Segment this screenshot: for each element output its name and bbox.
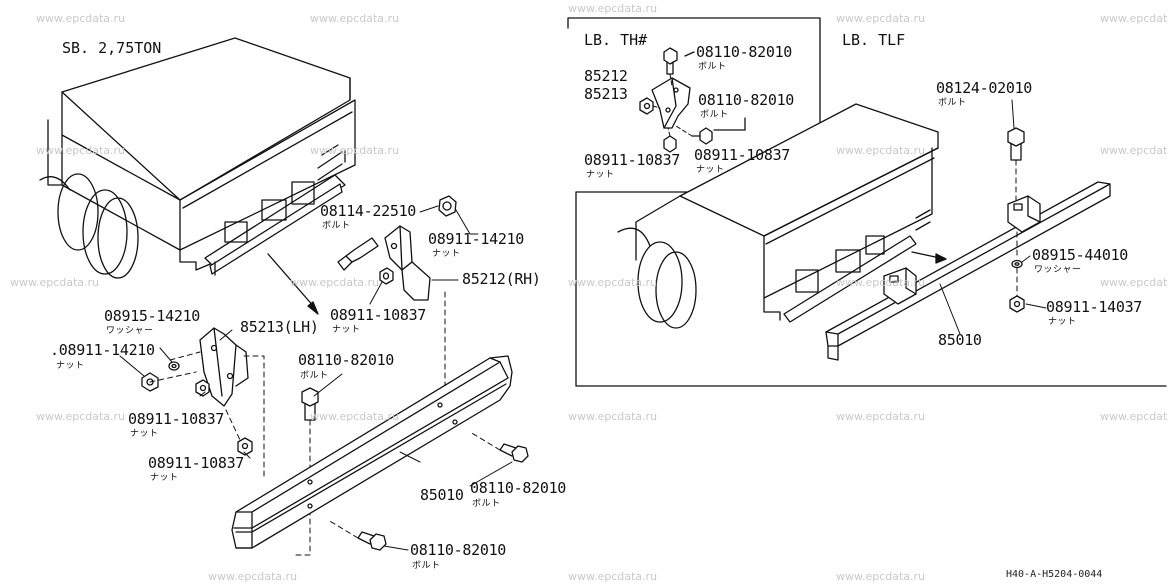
watermark: www.epcdata.ru [310, 410, 400, 423]
part-label[interactable]: 85213(LH) [240, 318, 319, 336]
left-hardware [141, 195, 529, 556]
watermark: www.epcdata.ru [1100, 144, 1168, 157]
watermark: www.epcdata.ru [290, 276, 380, 289]
watermark: www.epcdata.ru [1100, 410, 1168, 423]
inset-hardware [639, 47, 746, 153]
section-title-right: LB. TLF [842, 31, 906, 49]
part-type-label: ナット [56, 361, 85, 371]
part-label[interactable]: .08911-14210 [50, 341, 155, 359]
part-label[interactable]: 08110-82010 [698, 91, 795, 109]
part-label[interactable]: 08911-10837 [584, 151, 681, 169]
part-label[interactable]: 08911-14037 [1046, 298, 1143, 316]
part-label[interactable]: 85212 [584, 67, 628, 85]
section-title-left: SB. 2,75TON [62, 39, 162, 57]
part-label[interactable]: 08110-82010 [298, 351, 395, 369]
part-type-label: ナット [432, 249, 461, 259]
watermark: www.epcdata.ru [836, 276, 926, 289]
part-type-label: ナット [696, 165, 725, 175]
watermark: www.epcdata.ru [1100, 276, 1168, 289]
watermark: www.epcdata.ru [310, 12, 400, 25]
watermark: www.epcdata.ru [36, 12, 126, 25]
part-label[interactable]: 08911-10837 [128, 410, 225, 428]
part-type-label: ワッシャー [1034, 265, 1082, 275]
part-label[interactable]: 08124-02010 [936, 79, 1033, 97]
section-title-inset: LB. TH# [584, 31, 648, 49]
part-type-label: ボルト [300, 371, 329, 381]
part-label[interactable]: 08911-10837 [148, 454, 245, 472]
watermark: www.epcdata.ru [836, 410, 926, 423]
part-label[interactable]: 08110-82010 [696, 43, 793, 61]
part-type-label: ボルト [700, 110, 729, 120]
part-label[interactable]: 08114-22510 [320, 202, 417, 220]
watermark: www.epcdata.ru [568, 276, 658, 289]
part-label[interactable]: 08915-44010 [1032, 246, 1129, 264]
left-truck-body [39, 37, 356, 315]
part-type-label: ボルト [472, 499, 501, 509]
part-label[interactable]: 85010 [420, 486, 464, 504]
part-type-label: ボルト [412, 561, 441, 571]
part-label[interactable]: 08110-82010 [410, 541, 507, 559]
watermark: www.epcdata.ru [836, 12, 926, 25]
watermark: www.epcdata.ru [10, 276, 100, 289]
part-label[interactable]: 08915-14210 [104, 307, 201, 325]
part-label[interactable]: 08110-82010 [470, 479, 567, 497]
right-truck-body [617, 103, 947, 329]
part-type-label: ナット [1048, 317, 1077, 327]
part-type-label: ナット [332, 325, 361, 335]
watermark: www.epcdata.ru [568, 410, 658, 423]
part-label[interactable]: 08911-10837 [330, 306, 427, 324]
part-label[interactable]: 85010 [938, 331, 982, 349]
part-label[interactable]: 08911-10837 [694, 146, 791, 164]
watermark: www.epcdata.ru [310, 144, 400, 157]
part-label[interactable]: 85212(RH) [462, 270, 541, 288]
part-label[interactable]: 85213 [584, 85, 628, 103]
diagram-code: H40-A-H5204-0044 [1006, 569, 1103, 580]
part-type-label: ボルト [322, 221, 351, 231]
watermark: www.epcdata.ru [208, 570, 298, 583]
watermark: www.epcdata.ru [836, 144, 926, 157]
leader-lines [119, 99, 1047, 551]
part-type-label: ナット [586, 170, 615, 180]
watermark: www.epcdata.ru [36, 410, 126, 423]
part-type-label: ナット [150, 473, 179, 483]
part-type-label: ボルト [938, 98, 967, 108]
right-bumper [825, 127, 1111, 361]
watermark: www.epcdata.ru [568, 2, 658, 15]
left-bumper [231, 355, 513, 549]
watermark: www.epcdata.ru [836, 570, 926, 583]
part-type-label: ボルト [698, 62, 727, 72]
part-type-label: ナット [130, 429, 159, 439]
part-type-label: ワッシャー [106, 326, 154, 336]
watermark: www.epcdata.ru [1100, 12, 1168, 25]
part-label[interactable]: 08911-14210 [428, 230, 525, 248]
watermark: www.epcdata.ru [36, 144, 126, 157]
watermark: www.epcdata.ru [568, 570, 658, 583]
